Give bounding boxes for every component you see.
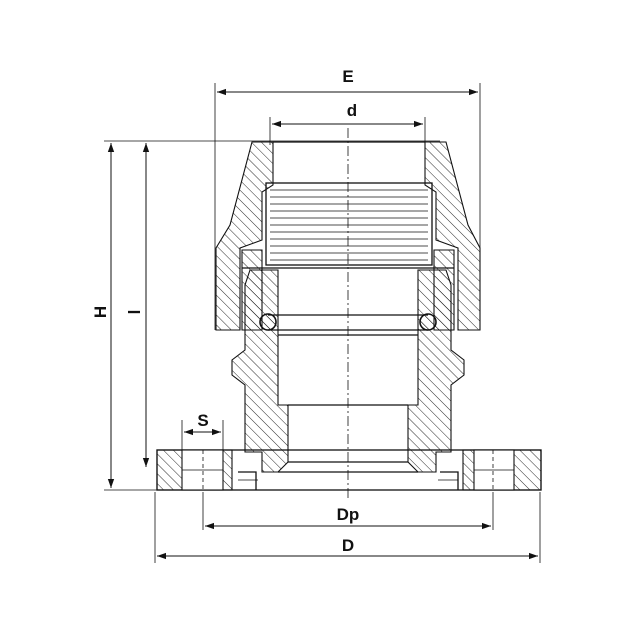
flange: [156, 449, 542, 491]
nut-section: [215, 141, 481, 331]
grip-ring: [241, 249, 455, 331]
dimension-labels: E d H l S Dp D: [91, 67, 359, 555]
o-ring: [259, 313, 437, 331]
label-d: d: [347, 101, 357, 120]
thread-lines: [265, 182, 433, 266]
label-E: E: [342, 67, 353, 86]
label-l: l: [125, 310, 144, 315]
dimension-lines: [107, 88, 538, 560]
label-H: H: [91, 306, 110, 318]
label-Dp: Dp: [337, 505, 360, 524]
label-S: S: [197, 411, 208, 430]
label-D: D: [342, 536, 354, 555]
